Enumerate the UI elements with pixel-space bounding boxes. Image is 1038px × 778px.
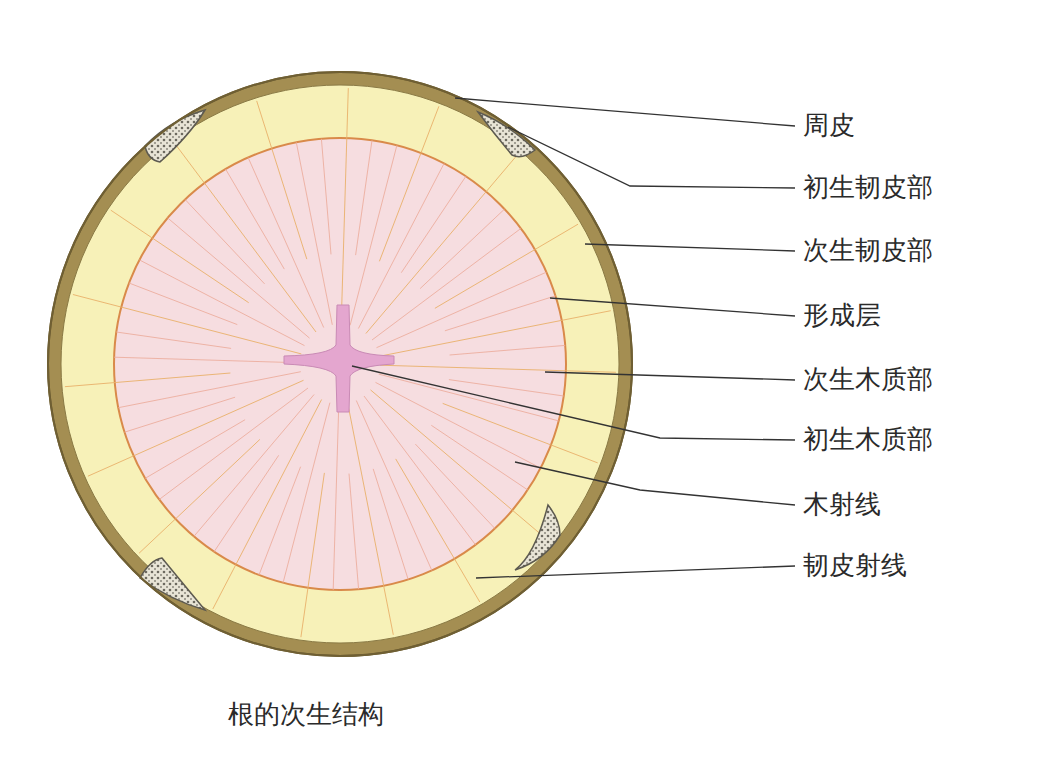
ray-line bbox=[159, 388, 308, 500]
ray-line bbox=[380, 365, 616, 372]
caption: 根的次生结构 bbox=[228, 699, 384, 730]
part-label: 周皮 bbox=[803, 110, 855, 141]
ray-line bbox=[420, 209, 504, 289]
ray-line bbox=[377, 272, 547, 348]
ray-line bbox=[65, 373, 231, 387]
ray-line bbox=[350, 145, 397, 325]
leader-lines bbox=[352, 98, 795, 578]
ray-line bbox=[333, 404, 339, 590]
ray-line bbox=[372, 229, 521, 341]
ray-line bbox=[371, 390, 551, 543]
ray-line bbox=[296, 142, 332, 324]
ray-line bbox=[125, 397, 236, 432]
ray-line bbox=[116, 332, 231, 348]
ray-line bbox=[401, 176, 466, 272]
ray-line bbox=[356, 401, 432, 571]
rays bbox=[65, 88, 616, 637]
ray-line bbox=[435, 224, 578, 308]
ray-line bbox=[259, 467, 301, 575]
secondary-xylem bbox=[114, 138, 566, 590]
part-label: 形成层 bbox=[803, 300, 881, 331]
ray-line bbox=[283, 403, 330, 583]
ray-line bbox=[379, 374, 559, 421]
ray-line bbox=[431, 425, 527, 490]
primary-xylem bbox=[284, 305, 394, 412]
part-label: 木射线 bbox=[803, 489, 881, 520]
ray-line bbox=[321, 139, 331, 255]
ray-line bbox=[341, 88, 348, 324]
ray-line bbox=[449, 380, 564, 396]
ray-line bbox=[111, 210, 249, 303]
ray-line bbox=[194, 395, 314, 537]
periderm bbox=[48, 72, 632, 656]
part-label: 初生韧皮部 bbox=[803, 172, 933, 203]
ray-line bbox=[450, 345, 566, 355]
part-label: 次生韧皮部 bbox=[803, 235, 933, 266]
ray-line bbox=[415, 444, 495, 528]
secondary-phloem bbox=[61, 85, 619, 643]
ray-line bbox=[376, 382, 541, 468]
ray-line bbox=[373, 469, 408, 580]
ray-line bbox=[168, 218, 310, 338]
ray-line bbox=[257, 101, 307, 259]
ray-line bbox=[396, 459, 480, 602]
ray-line bbox=[445, 296, 556, 331]
ray-line bbox=[139, 439, 260, 553]
ray-line bbox=[379, 106, 439, 261]
ray-line bbox=[185, 200, 265, 284]
ray-line bbox=[213, 400, 322, 610]
ray-line bbox=[348, 403, 394, 635]
primary-phloem bbox=[140, 110, 560, 610]
ray-line bbox=[214, 455, 279, 551]
ray-line bbox=[379, 311, 611, 357]
ray-line bbox=[118, 372, 300, 408]
ray-line bbox=[364, 396, 476, 545]
ray-line bbox=[73, 295, 301, 354]
ray-line bbox=[88, 380, 304, 476]
ray-line bbox=[248, 158, 324, 328]
part-label: 韧皮射线 bbox=[803, 550, 907, 581]
ray-line bbox=[114, 357, 300, 363]
ray-line bbox=[443, 403, 598, 463]
ray-line bbox=[129, 283, 237, 325]
part-label: 初生木质部 bbox=[803, 424, 933, 455]
ray-line bbox=[139, 260, 304, 346]
ray-line bbox=[175, 143, 317, 332]
part-label: 次生木质部 bbox=[803, 364, 933, 395]
ray-line bbox=[358, 163, 444, 328]
ray-line bbox=[366, 154, 519, 334]
ray-line bbox=[349, 474, 359, 590]
ray-line bbox=[356, 140, 372, 255]
ray-line bbox=[301, 473, 325, 637]
